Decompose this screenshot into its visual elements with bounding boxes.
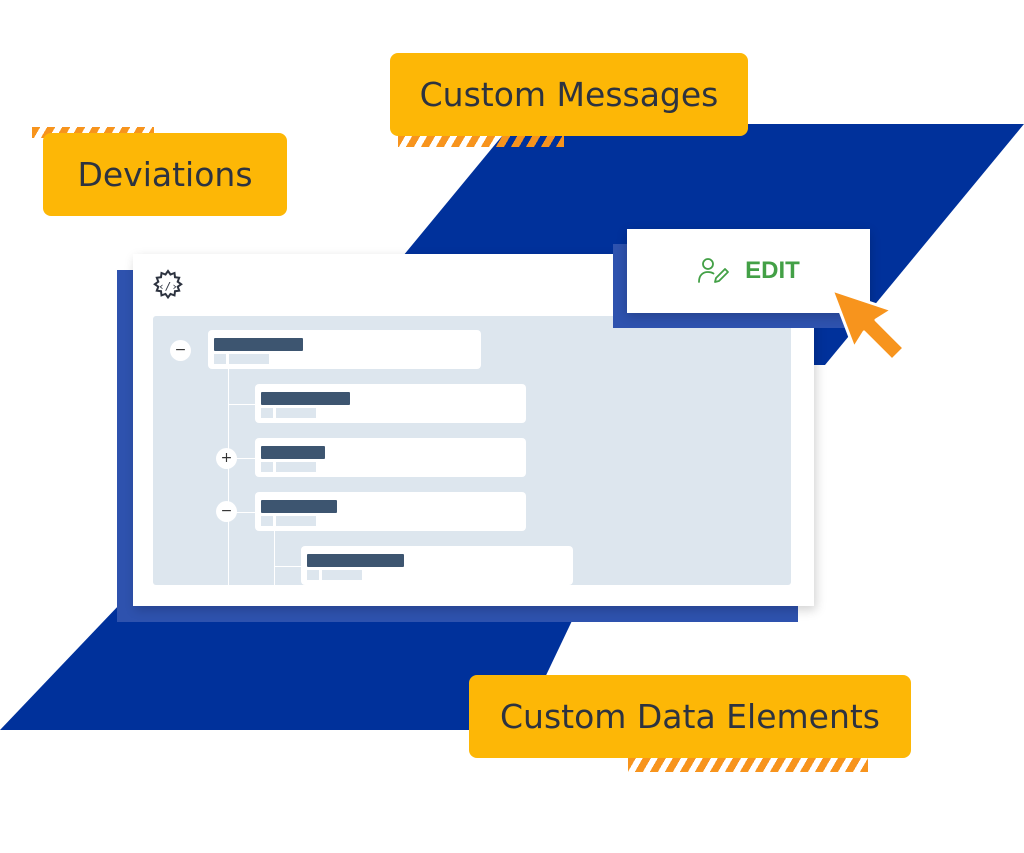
- tree-connector: [228, 512, 255, 513]
- node-meta-placeholder: [261, 408, 273, 418]
- user-edit-icon: [698, 258, 730, 283]
- node-title-placeholder: [261, 446, 325, 459]
- node-title-placeholder: [261, 500, 337, 513]
- custom-data-elements-label: Custom Data Elements: [499, 697, 880, 736]
- node-meta-placeholder: [307, 570, 319, 580]
- deviations-tag: Deviations: [43, 133, 287, 216]
- tree-connector: [274, 566, 301, 567]
- cursor-arrow-icon: [830, 288, 906, 362]
- tree-node[interactable]: [255, 384, 526, 423]
- deviations-stripes: [32, 127, 154, 138]
- tree-connector: [228, 458, 255, 459]
- node-meta-placeholder: [276, 408, 316, 418]
- tree-node[interactable]: [255, 438, 526, 477]
- expand-toggle[interactable]: +: [216, 448, 237, 469]
- deviations-label: Deviations: [77, 155, 253, 194]
- tree-node[interactable]: [208, 330, 481, 369]
- custom-messages-stripes: [398, 136, 564, 147]
- custom-messages-tag: Custom Messages: [390, 53, 748, 136]
- custom-messages-label: Custom Messages: [419, 75, 719, 114]
- node-meta-placeholder: [261, 516, 273, 526]
- tree-connector: [228, 404, 255, 405]
- node-meta-placeholder: [261, 462, 273, 472]
- tree-node[interactable]: [301, 546, 573, 585]
- custom-data-elements-tag: Custom Data Elements: [469, 675, 911, 758]
- node-meta-placeholder: [229, 354, 269, 364]
- tree-area: − + −: [153, 316, 791, 585]
- tree-connector: [274, 531, 275, 585]
- edit-button[interactable]: EDIT: [627, 229, 870, 313]
- custom-data-elements-stripes: [628, 758, 868, 772]
- svg-text:‹/›: ‹/›: [158, 280, 178, 293]
- edit-label: EDIT: [745, 257, 800, 284]
- node-title-placeholder: [214, 338, 303, 351]
- node-meta-placeholder: [322, 570, 362, 580]
- tree-connector: [228, 356, 229, 585]
- node-title-placeholder: [307, 554, 404, 567]
- collapse-toggle[interactable]: −: [216, 501, 237, 522]
- node-meta-placeholder: [214, 354, 226, 364]
- collapse-toggle[interactable]: −: [170, 340, 191, 361]
- tree-node[interactable]: [255, 492, 526, 531]
- node-meta-placeholder: [276, 516, 316, 526]
- gear-code-icon[interactable]: ‹/›: [151, 268, 185, 302]
- node-title-placeholder: [261, 392, 350, 405]
- tree-panel: ‹/›: [133, 254, 814, 606]
- node-meta-placeholder: [276, 462, 316, 472]
